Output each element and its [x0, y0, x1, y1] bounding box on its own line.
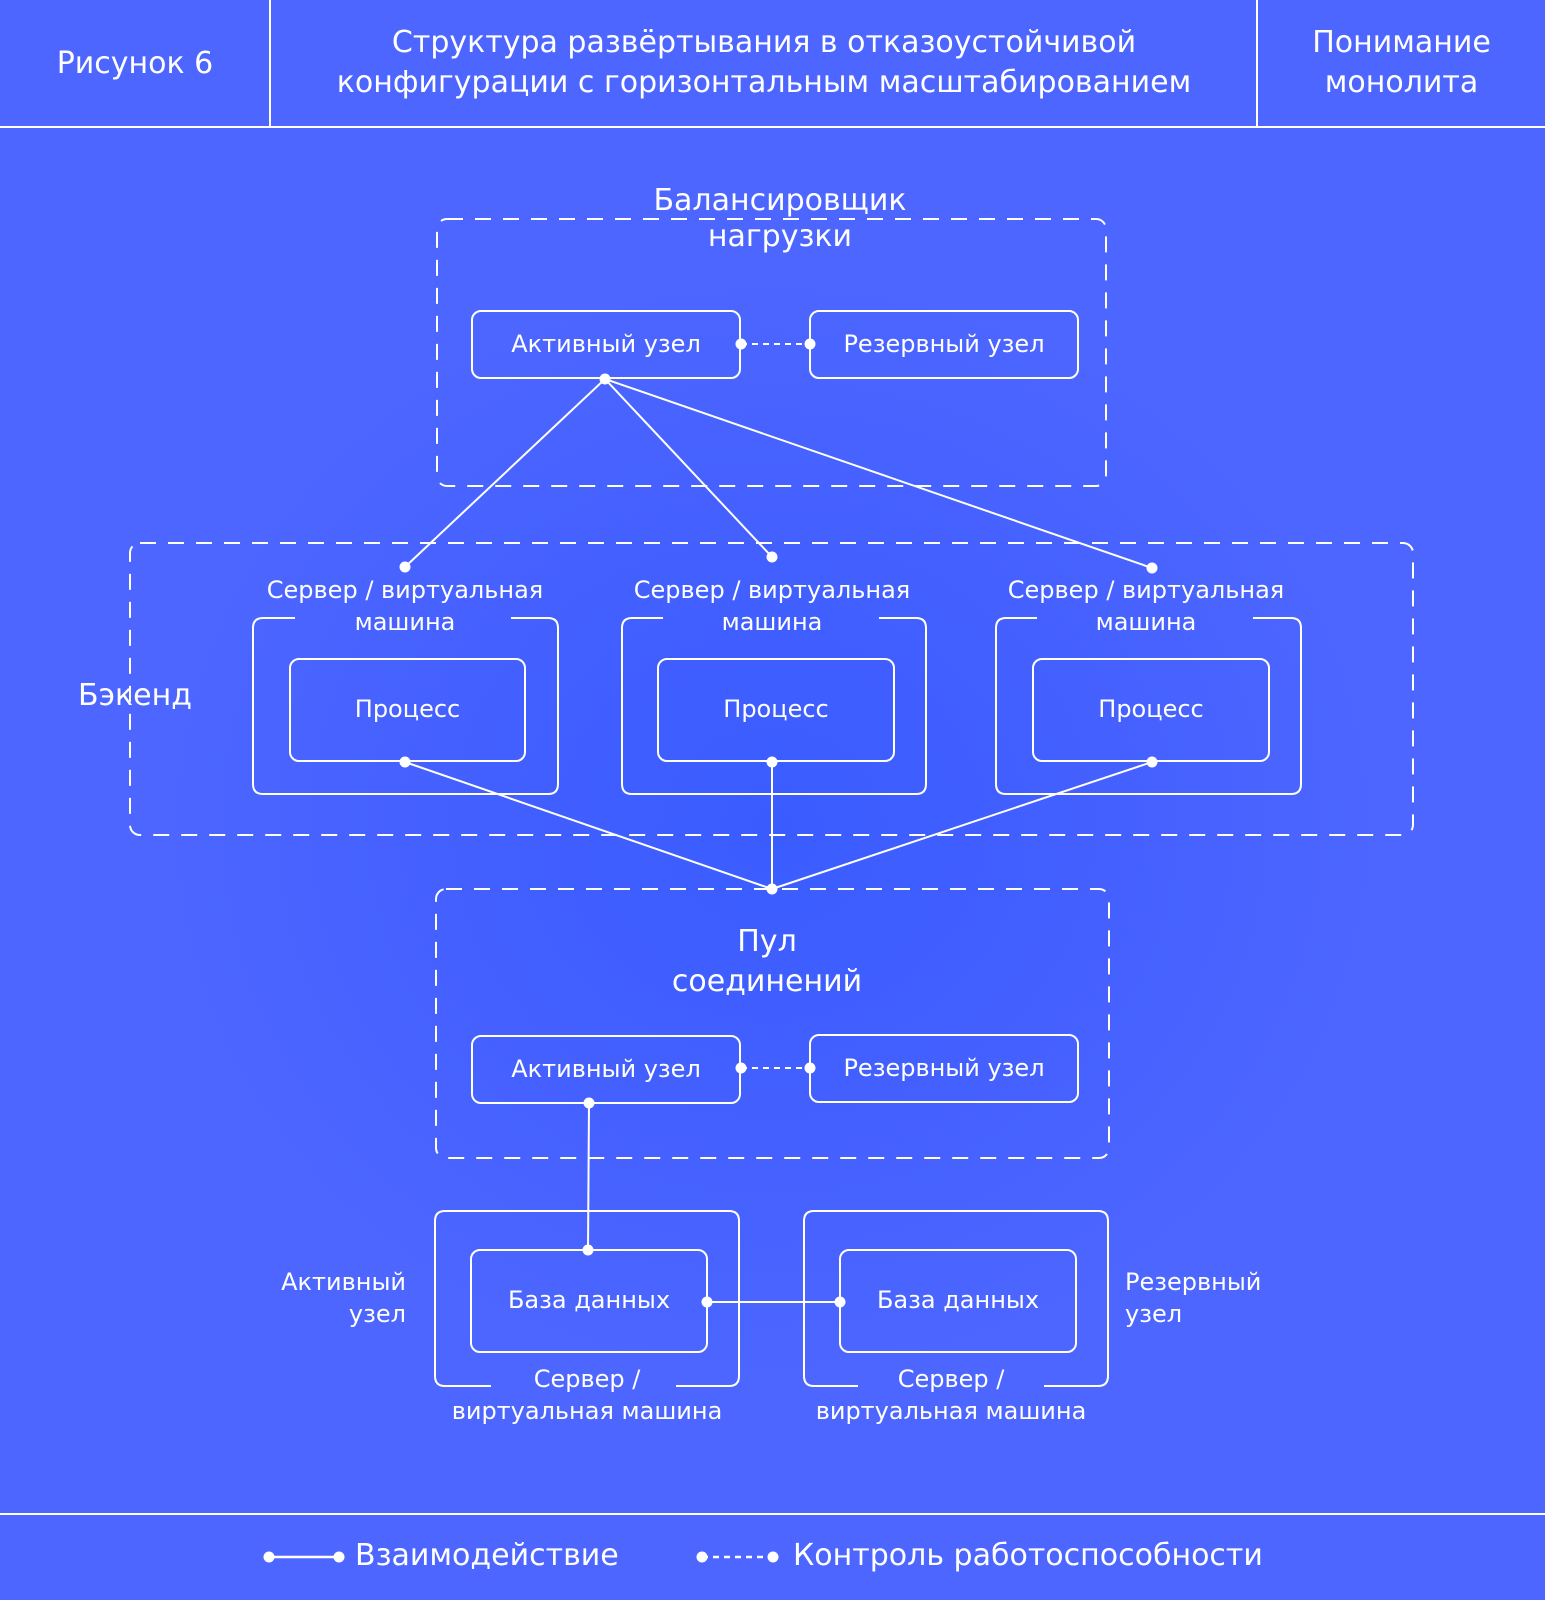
process-label-3: Процесс: [1098, 695, 1204, 723]
db-active-label: База данных: [507, 1286, 671, 1314]
header-divider-right: [1256, 0, 1258, 127]
server-frame-2: [621, 617, 927, 795]
pool-active-node-label: Активный узел: [511, 1055, 701, 1083]
dot-lb-active-bottom: [599, 373, 611, 385]
diagram-title: Структура развёртывания в отказоустойчив…: [336, 25, 1192, 100]
dot-db-active-right: [701, 1296, 713, 1308]
lb-standby-node-label: Резервный узел: [843, 330, 1045, 358]
legend-interaction-dot-left: [263, 1551, 275, 1563]
dot-db-active-top: [582, 1244, 594, 1256]
dot-lb-standby-left: [804, 338, 816, 350]
server-frame-3: [995, 617, 1302, 795]
db-standby-server-label: Сервер /виртуальная машина: [815, 1365, 1087, 1425]
dot-server-2-top: [766, 551, 778, 563]
legend-health-check-label: Контроль работоспособности: [793, 1538, 1263, 1573]
dot-process-1-bottom: [399, 756, 411, 768]
dot-pool-active-right: [735, 1062, 747, 1074]
db-server-frame-active: [434, 1210, 740, 1387]
dot-pool-top: [766, 883, 778, 895]
lb-to-server-2-line: [604, 378, 773, 558]
legend-interaction-dot-right: [333, 1551, 345, 1563]
connection-pool-group: [435, 888, 1110, 1159]
dot-server-3-top: [1146, 562, 1158, 574]
header-divider-left: [269, 0, 271, 127]
dot-lb-active-right: [735, 338, 747, 350]
pool-to-db-line: [587, 1102, 590, 1251]
header-bottom-line: [0, 126, 1545, 128]
process-3-to-pool-line: [771, 761, 1153, 890]
figure-label: Рисунок 6: [56, 45, 214, 81]
dot-pool-standby-left: [804, 1062, 816, 1074]
db-standby-label: База данных: [876, 1286, 1040, 1314]
lb-to-server-1-line: [404, 378, 606, 568]
dot-process-3-bottom: [1146, 756, 1158, 768]
legend-health-dot-left: [696, 1551, 708, 1563]
legend-health-dot-right: [767, 1551, 779, 1563]
process-1-to-pool-line: [404, 761, 773, 890]
process-label-2: Процесс: [723, 695, 829, 723]
db-active-server-label: Сервер /виртуальная машина: [451, 1365, 723, 1425]
dot-pool-active-bottom: [583, 1097, 595, 1109]
footer-top-line: [0, 1513, 1545, 1515]
load-balancer-group: [436, 218, 1107, 487]
server-frame-1: [252, 617, 559, 795]
db-server-frame-standby: [803, 1210, 1109, 1387]
dot-process-2-bottom: [766, 756, 778, 768]
backend-label: Бэкенд: [78, 678, 192, 713]
process-label-1: Процесс: [354, 695, 461, 723]
lb-active-node-label: Активный узел: [511, 330, 701, 358]
dot-db-standby-left: [834, 1296, 846, 1308]
dot-server-1-top: [399, 561, 411, 573]
legend-interaction-label: Взаимодействие: [355, 1538, 619, 1573]
pool-standby-node-label: Резервный узел: [843, 1054, 1045, 1082]
lb-to-server-3-line: [604, 378, 1153, 569]
